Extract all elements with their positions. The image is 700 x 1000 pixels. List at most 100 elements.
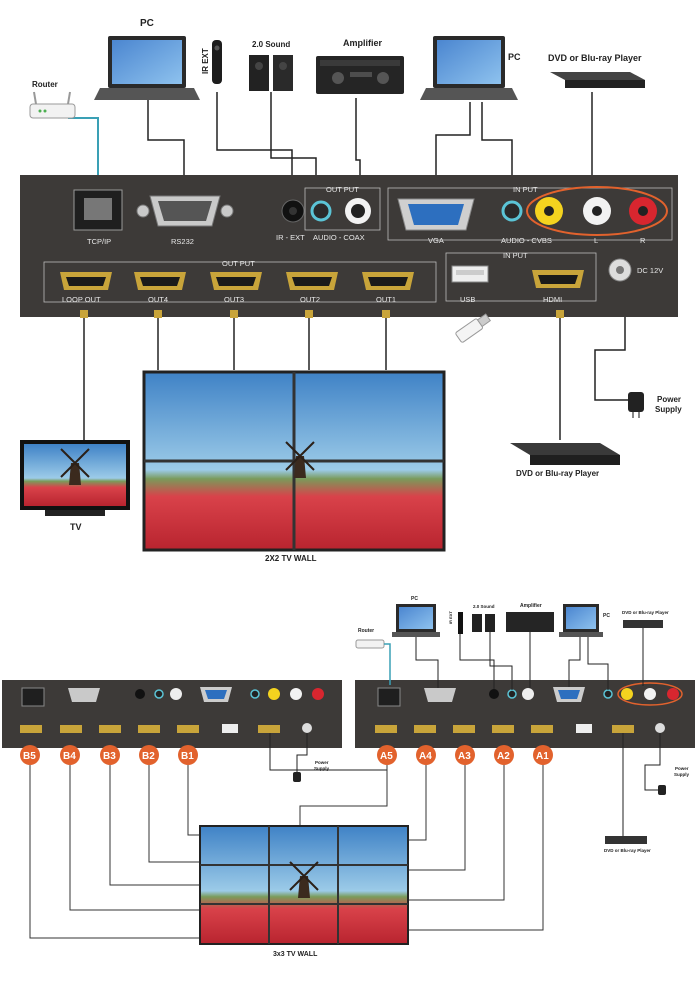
br-av-highlight [617, 682, 683, 706]
input-group [387, 187, 673, 241]
top-cables [68, 92, 630, 455]
tcpip-port [73, 189, 123, 231]
bl-r-jack [312, 688, 324, 700]
amplifier-icon [316, 56, 404, 94]
br-dvd-top-label: DVD or Blu-ray Player [622, 610, 669, 615]
out2-label: OUT2 [300, 295, 320, 304]
bl-audio-jack [154, 689, 164, 699]
tv-wall-2x2 [142, 370, 446, 552]
usb-hdmi-group-label: IN PUT [503, 251, 528, 260]
hdmi-plugs-top [80, 310, 564, 318]
audio-out-jack [310, 200, 332, 222]
badge-b3: B3 [100, 745, 120, 765]
l-label: L [594, 236, 598, 245]
vga-label: VGA [428, 236, 444, 245]
badge-a5: A5 [377, 745, 397, 765]
sound-label: 2.0 Sound [252, 40, 290, 49]
router-icon [29, 91, 76, 119]
hdmi-loop-out-port [60, 272, 112, 290]
badge-a4-text: A4 [419, 751, 432, 762]
badge-a4: A4 [416, 745, 436, 765]
ir-ext-label: IR EXT [201, 48, 210, 74]
br-pc-left-label: PC [411, 596, 418, 602]
br-cvbs-jack [621, 688, 633, 700]
br-power-line2: Supply [674, 772, 689, 777]
hdmi-out-group [43, 261, 437, 303]
out4-label: OUT4 [148, 295, 168, 304]
br-dvd-bottom-label: DVD or Blu-ray Player [604, 848, 651, 853]
ir-ext-jack-hole [289, 207, 297, 215]
dc-jack-pin [616, 266, 624, 274]
pc-right-icon [420, 36, 518, 100]
audio-out-group-label: OUT PUT [326, 185, 359, 194]
bl-usb-port [222, 724, 238, 733]
bl-power-line2: Supply [314, 766, 329, 771]
audio-r-jack-hole [638, 206, 648, 216]
br-l-jack [644, 688, 656, 700]
hdmi-in-port [532, 270, 584, 288]
loop-out-label: LOOP OUT [62, 295, 101, 304]
router-label: Router [32, 80, 58, 89]
badge-b5: B5 [20, 745, 40, 765]
audio-out-group [304, 187, 381, 231]
audio-l-jack-hole [592, 206, 602, 216]
bl-coax-jack [170, 688, 182, 700]
dvd-top-icon [550, 72, 645, 88]
wall-2x2-label: 2X2 TV WALL [265, 554, 317, 563]
br-pc-left-icon [392, 604, 440, 637]
badge-b5-text: B5 [23, 751, 36, 762]
br-pc-right-label: PC [603, 613, 610, 619]
wall-3x3-label: 3x3 TV WALL [273, 951, 318, 958]
tv-icon [20, 440, 130, 516]
badges-a: A5 A4 A3 A2 A1 [377, 745, 553, 765]
input-group-label: IN PUT [513, 185, 538, 194]
br-power-line1: Power [675, 766, 689, 771]
br-rs232-port [424, 688, 456, 702]
irext-label: IR - EXT [276, 233, 305, 242]
badge-a2-text: A2 [497, 751, 510, 762]
br-usb-port [576, 724, 592, 733]
top-switch-panel [20, 175, 678, 317]
badge-b4-text: B4 [63, 751, 76, 762]
badge-b2: B2 [139, 745, 159, 765]
pc-left-icon [94, 36, 200, 100]
coax-jack-hole [351, 204, 365, 218]
amplifier-label: Amplifier [343, 38, 383, 48]
badge-b3-text: B3 [103, 751, 116, 762]
vga-port [397, 198, 475, 231]
power-top-line2: Supply [655, 405, 682, 414]
badge-b1: B1 [178, 745, 198, 765]
br-vga-port-face [558, 690, 580, 699]
br-amplifier-label: Amplifier [520, 603, 542, 609]
tv-wall-3x3 [199, 825, 409, 945]
br-router-label: Router [358, 628, 374, 634]
audio-cvbs-label: AUDIO - CVBS [501, 236, 552, 245]
bl-tcpip-port [21, 687, 45, 707]
usb-stick-icon [455, 313, 492, 343]
audio-in-jack [501, 200, 523, 222]
dvd-top-label: DVD or Blu-ray Player [548, 53, 642, 63]
power-top-line1: Power [657, 395, 681, 404]
br-coax-jack [522, 688, 534, 700]
badge-a2: A2 [494, 745, 514, 765]
bl-dc-jack [302, 723, 312, 733]
tv-label: TV [70, 522, 82, 532]
br-sound-label: 2.0 Sound [473, 604, 495, 609]
br-hdmi-ports [375, 725, 634, 733]
bl-power-icon [293, 772, 301, 782]
usb-label: USB [460, 295, 475, 304]
badge-a5-text: A5 [380, 751, 393, 762]
bl-irext-jack [135, 689, 145, 699]
hdmi-out4-port [134, 272, 186, 290]
bl-l-jack [290, 688, 302, 700]
usb-port-tongue [456, 270, 484, 275]
br-irext-jack [489, 689, 499, 699]
br-pc-right-icon [559, 604, 603, 637]
rs232-label: RS232 [171, 237, 194, 246]
br-ir-ext-icon [458, 612, 463, 634]
hdmi-out2-port [286, 272, 338, 290]
pc-left-label: PC [140, 18, 154, 29]
